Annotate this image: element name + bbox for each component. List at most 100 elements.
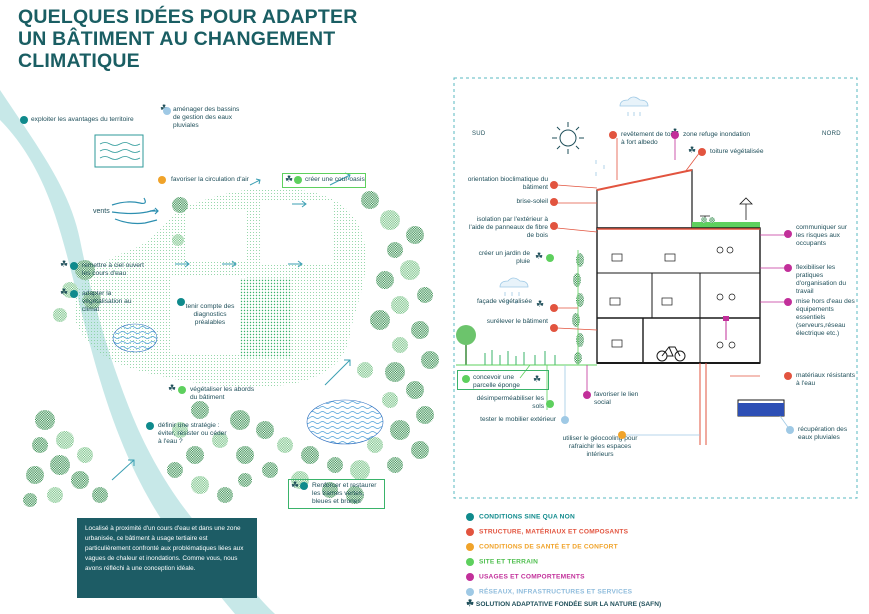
tag-dot <box>146 422 154 430</box>
info-box: Localisé à proximité d'un cours d'eau et… <box>77 518 257 598</box>
tag-dot <box>546 254 554 262</box>
leaf-icon: ☘ <box>466 598 475 608</box>
block-1 <box>185 210 245 260</box>
title-line-3: CLIMATIQUE <box>18 50 140 72</box>
tag-dot <box>784 264 792 272</box>
legend-item: SITE ET TERRAIN <box>466 553 539 566</box>
leaf-icon: ☘ <box>291 480 300 490</box>
parcelle-box <box>457 370 549 390</box>
label-parcelle: concevoir une parcelle éponge <box>473 374 520 389</box>
block-3 <box>172 277 247 355</box>
tag-dot <box>70 290 78 298</box>
label-strategie: définir une stratégie : éviter, résister… <box>158 422 227 445</box>
tag-dot <box>698 148 706 156</box>
tag-dot <box>20 116 28 124</box>
label-mise-hors-eau: mise hors d'eau des équipements essentie… <box>796 298 855 337</box>
legend-label: SITE ET TERRAIN <box>479 558 539 566</box>
leaf-icon: ☘ <box>168 383 177 393</box>
legend-swatch <box>466 587 474 596</box>
river <box>0 90 275 614</box>
label-sud: SUD <box>472 131 486 137</box>
label-brise-soleil: brise-soleil <box>516 198 548 205</box>
label-surelever: surélever le bâtiment <box>486 318 548 325</box>
trees <box>23 191 439 507</box>
wind-lines <box>111 197 159 225</box>
label-flexibiliser: flexibiliser les pratiques d'organisatio… <box>796 264 847 295</box>
label-diagnostics: tenir compte des diagnostics préalables <box>185 303 235 326</box>
leaf-icon: ☘ <box>60 259 69 269</box>
garden <box>456 325 597 366</box>
label-bassins: aménager des bassins de gestion des eaux… <box>173 106 240 129</box>
legend-sfn: ☘ SOLUTION ADAPTATIVE FONDÉE SUR LA NATU… <box>466 598 661 609</box>
lake <box>306 399 384 445</box>
tag-dot <box>294 176 302 184</box>
rain-cloud-icon <box>499 96 649 288</box>
label-orientation: orientation bioclimatique du bâtiment <box>467 176 548 191</box>
legend-swatch <box>466 557 474 566</box>
label-recuperation: récupération des eaux pluviales <box>798 426 848 441</box>
section-frame <box>453 77 858 499</box>
leaf-icon: ☘ <box>536 299 545 309</box>
tag-dot <box>784 372 792 380</box>
tag-dot <box>786 426 794 434</box>
legend-item: USAGES ET COMPORTEMENTS <box>466 568 585 581</box>
tag-dot <box>784 298 792 306</box>
label-mobilier: tester le mobilier extérieur <box>480 416 556 423</box>
title-line-2: UN BÂTIMENT AU CHANGEMENT <box>18 28 336 50</box>
tag-dot <box>609 131 617 139</box>
label-remettre-ciel: remettre à ciel ouvert les cours d'eau <box>82 262 144 277</box>
legend-label: USAGES ET COMPORTEMENTS <box>479 573 585 581</box>
block-2 <box>262 200 332 265</box>
tag-dot <box>618 431 626 439</box>
label-toiture: toiture végétalisée <box>710 148 764 155</box>
leaf-icon: ☘ <box>60 287 69 297</box>
label-trames: Renforcer et restaurer les trames vertes… <box>312 482 377 505</box>
tag-dot <box>550 181 558 189</box>
leaf-icon: ☘ <box>533 374 542 384</box>
title-line-1: QUELQUES IDÉES POUR ADAPTER <box>18 6 358 28</box>
tag-dot <box>300 482 308 490</box>
tag-dot <box>550 198 558 206</box>
legend-label: CONDITIONS DE SANTÉ ET DE CONFORT <box>479 543 618 551</box>
label-cour-oasis: créer une cour oasis <box>305 176 365 183</box>
legend-swatch <box>466 512 474 521</box>
legend-item: STRUCTURE, MATÉRIAUX ET COMPOSANTS <box>466 523 629 536</box>
label-revetement: revêtement de toit à fort albedo <box>621 131 674 146</box>
tag-dot <box>178 386 186 394</box>
label-facade: façade végétalisée <box>477 298 532 305</box>
page-title: QUELQUES IDÉES POUR ADAPTER UN BÂTIMENT … <box>18 6 357 72</box>
legend-swatch <box>466 527 474 536</box>
tag-dot <box>163 107 171 115</box>
legend-label: CONDITIONS SINE QUA NON <box>479 513 575 521</box>
label-jardin-pluie: créer un jardin de pluie <box>478 250 530 265</box>
legend-label: STRUCTURE, MATÉRIAUX ET COMPOSANTS <box>479 528 629 536</box>
label-materiaux: matériaux résistants à l'eau <box>796 372 855 387</box>
label-abords: végétaliser les abords du bâtiment <box>190 386 255 401</box>
tag-dot <box>550 324 558 332</box>
leaf-icon: ☘ <box>688 145 697 155</box>
roof-bench-icon <box>700 197 753 222</box>
tag-dot <box>784 230 792 238</box>
legend-item: CONDITIONS DE SANTÉ ET DE CONFORT <box>466 538 618 551</box>
trames-box <box>288 479 385 509</box>
tag-dot <box>462 375 470 383</box>
tag-dot <box>583 391 591 399</box>
tag-dot <box>158 176 166 184</box>
leaf-icon: ☘ <box>285 174 294 184</box>
tag-dot <box>550 222 558 230</box>
legend-item: RÉSEAUX, INFRASTRUCTURES ET SERVICES <box>466 583 632 596</box>
sun-icon <box>552 122 584 154</box>
cour-oasis-box <box>282 173 366 188</box>
tag-dot <box>177 298 185 306</box>
basin <box>94 134 144 168</box>
tag-dot <box>546 400 554 408</box>
label-vents: vents <box>93 208 110 215</box>
label-geocooling: utiliser le géocooling pour rafraichir l… <box>562 435 638 458</box>
building-section <box>596 169 785 445</box>
legend-item: CONDITIONS SINE QUA NON <box>466 508 575 521</box>
label-isolation: isolation par l'extérieur à l'aide de pa… <box>469 216 548 239</box>
block-4 <box>240 278 292 358</box>
tag-dot <box>70 262 78 270</box>
tag-dot <box>550 304 558 312</box>
